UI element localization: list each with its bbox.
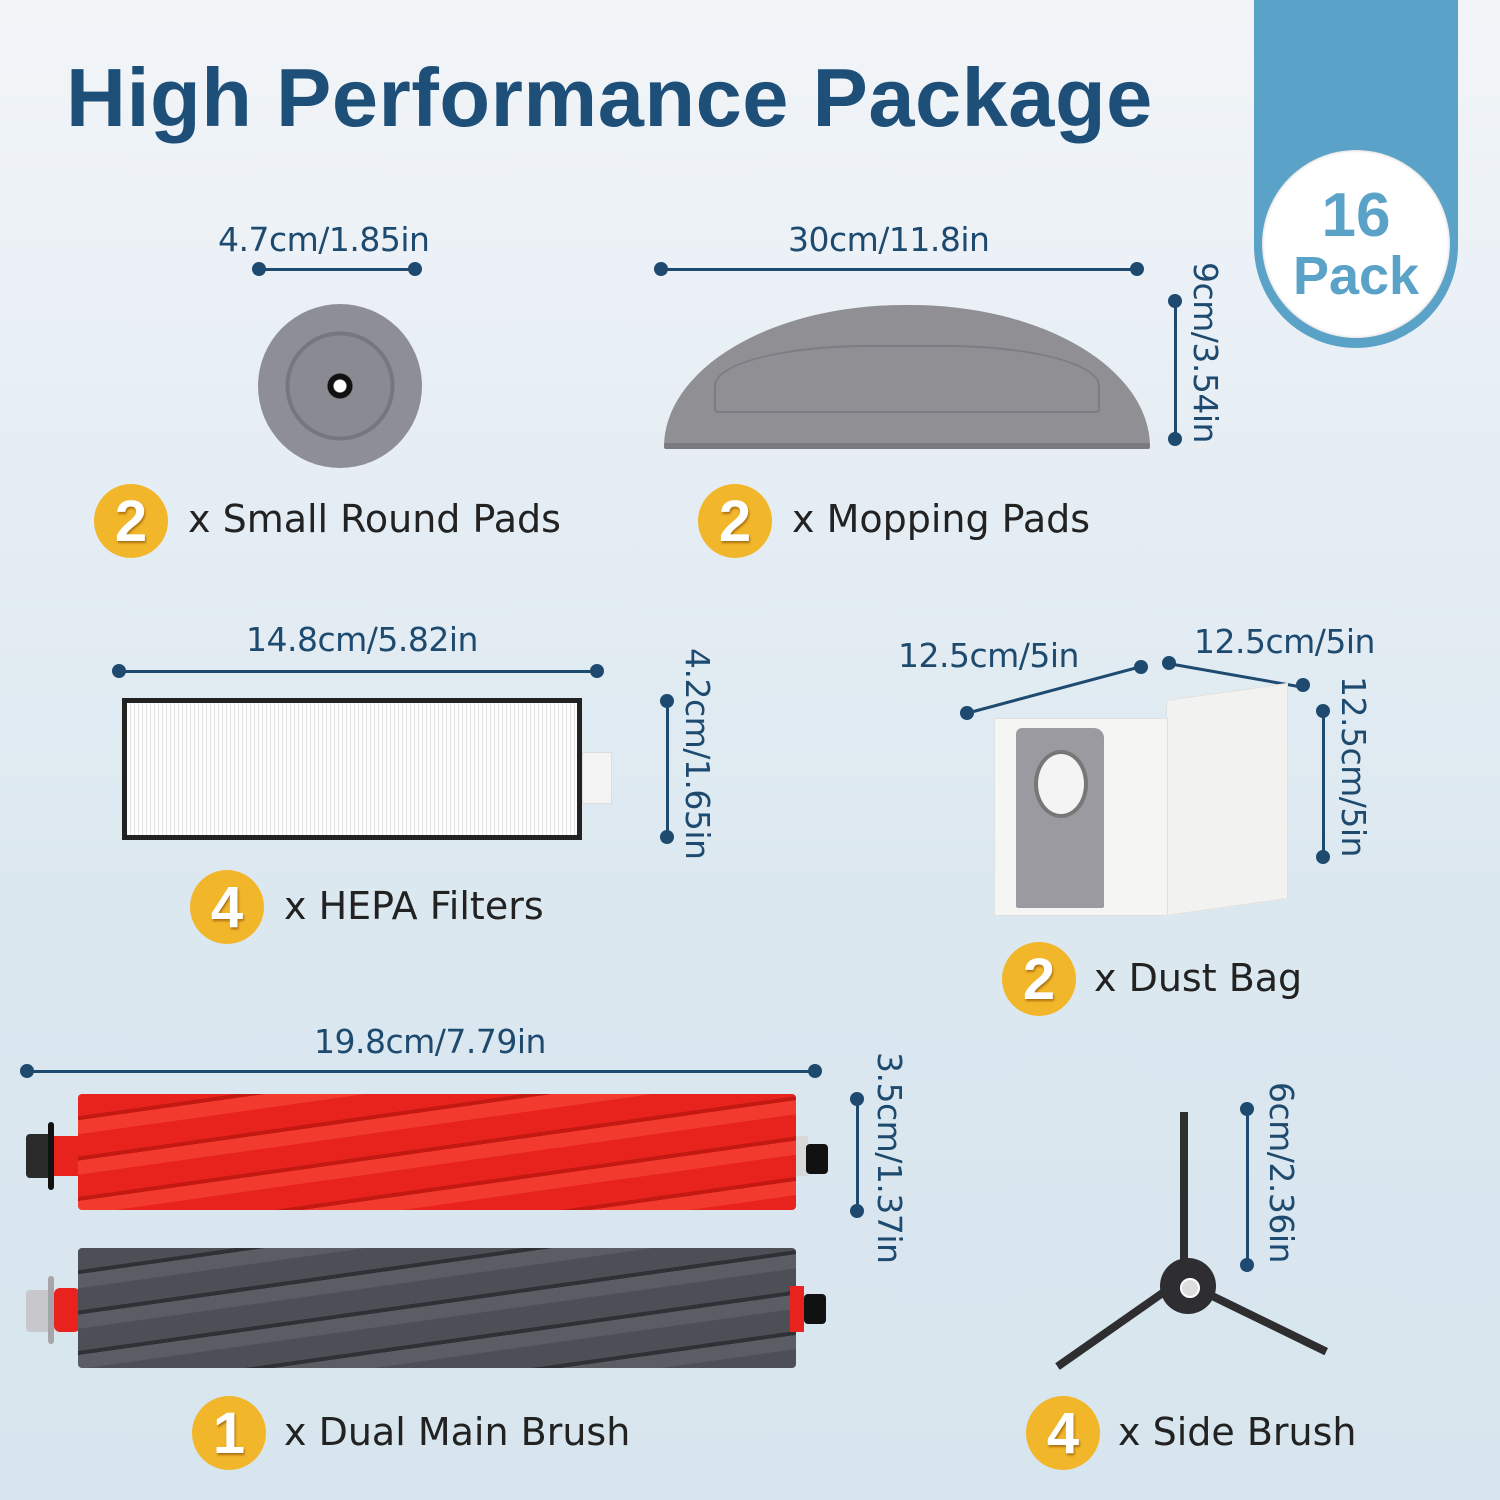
- quantity-badge: 2: [1002, 942, 1076, 1016]
- round-pad-image: [258, 304, 422, 468]
- pack-count-label: Pack: [1292, 246, 1420, 306]
- dimension-width-label: 4.7cm/1.85in: [218, 220, 430, 259]
- brush-end-cap: [796, 1136, 808, 1176]
- dimension-endpoint: [660, 694, 674, 708]
- dimension-height-label: 3.5cm/1.37in: [870, 1052, 909, 1264]
- brush-axle: [26, 1290, 52, 1332]
- item-label: x Small Round Pads: [188, 497, 561, 541]
- dimension-endpoint: [252, 262, 266, 276]
- dimension-height-label: 9cm/3.54in: [1186, 262, 1225, 443]
- hepa-filter-image: [122, 698, 582, 840]
- dimension-endpoint: [1240, 1102, 1254, 1116]
- item-label: x HEPA Filters: [284, 884, 544, 928]
- dimension-endpoint: [590, 664, 604, 678]
- dimension-endpoint: [1296, 678, 1310, 692]
- item-label: x Dust Bag: [1094, 956, 1303, 1000]
- dimension-endpoint: [1162, 656, 1176, 670]
- dimension-endpoint: [850, 1204, 864, 1218]
- brush-axle: [804, 1294, 826, 1324]
- mopping-pad-image: [664, 305, 1150, 449]
- dust-bag-opening: [1034, 750, 1088, 818]
- dimension-line: [118, 670, 598, 673]
- brush-core: [790, 1286, 804, 1332]
- brush-core: [54, 1136, 80, 1176]
- dimension-endpoint: [1316, 850, 1330, 864]
- item-label: x Side Brush: [1118, 1410, 1357, 1454]
- quantity-badge: 4: [190, 870, 264, 944]
- brush-core: [54, 1288, 80, 1332]
- pack-count-number: 16: [1321, 181, 1391, 250]
- quantity-badge: 4: [1026, 1396, 1100, 1470]
- dimension-width-label: 30cm/11.8in: [788, 220, 990, 259]
- dimension-endpoint: [1316, 704, 1330, 718]
- pack-count-badge: 16 Pack: [1262, 150, 1450, 338]
- dimension-endpoint: [20, 1064, 34, 1078]
- dimension-line: [26, 1070, 816, 1073]
- dimension-line: [1174, 300, 1177, 440]
- dimension-line: [660, 268, 1138, 271]
- dimension-line: [666, 700, 669, 838]
- brush-axle-flange: [48, 1276, 54, 1344]
- dark-main-brush-image: [78, 1248, 796, 1368]
- item-label: x Mopping Pads: [792, 497, 1091, 541]
- dimension-line: [1246, 1108, 1249, 1264]
- red-main-brush-image: [78, 1094, 796, 1210]
- dimension-endpoint: [1168, 432, 1182, 446]
- dimension-endpoint: [850, 1092, 864, 1106]
- dimension-line: [1322, 710, 1325, 858]
- dimension-endpoint: [660, 830, 674, 844]
- side-brush-arm: [1055, 1288, 1167, 1370]
- dimension-height-label: 12.5cm/5in: [1334, 676, 1373, 857]
- brush-axle: [806, 1144, 828, 1174]
- quantity-badge: 2: [94, 484, 168, 558]
- dimension-endpoint: [112, 664, 126, 678]
- page-title: High Performance Package: [66, 51, 1153, 144]
- dimension-endpoint: [1134, 660, 1148, 674]
- dimension-line: [258, 268, 416, 271]
- dimension-height-label: 6cm/2.36in: [1262, 1082, 1301, 1263]
- dimension-height-label: 4.2cm/1.65in: [678, 648, 717, 860]
- dimension-width-label: 19.8cm/7.79in: [314, 1022, 546, 1061]
- dimension-endpoint: [1240, 1258, 1254, 1272]
- dimension-endpoint: [654, 262, 668, 276]
- dimension-line: [856, 1098, 859, 1210]
- dimension-endpoint: [1130, 262, 1144, 276]
- item-label: x Dual Main Brush: [284, 1410, 631, 1454]
- dimension-depth-label: 12.5cm/5in: [898, 636, 1079, 675]
- quantity-badge: 2: [698, 484, 772, 558]
- quantity-badge: 1: [192, 1396, 266, 1470]
- dimension-endpoint: [1168, 294, 1182, 308]
- dimension-endpoint: [408, 262, 422, 276]
- dimension-width-label: 14.8cm/5.82in: [246, 620, 478, 659]
- brush-axle: [26, 1134, 52, 1178]
- side-brush-screw: [1180, 1278, 1200, 1298]
- hepa-filter-tab: [582, 752, 612, 804]
- side-brush-arm: [1180, 1112, 1188, 1272]
- side-brush-arm: [1202, 1288, 1328, 1356]
- brush-axle-flange: [48, 1122, 54, 1190]
- dimension-endpoint: [808, 1064, 822, 1078]
- dimension-endpoint: [960, 706, 974, 720]
- dust-bag-side: [1166, 682, 1288, 916]
- dimension-width-label: 12.5cm/5in: [1194, 622, 1375, 661]
